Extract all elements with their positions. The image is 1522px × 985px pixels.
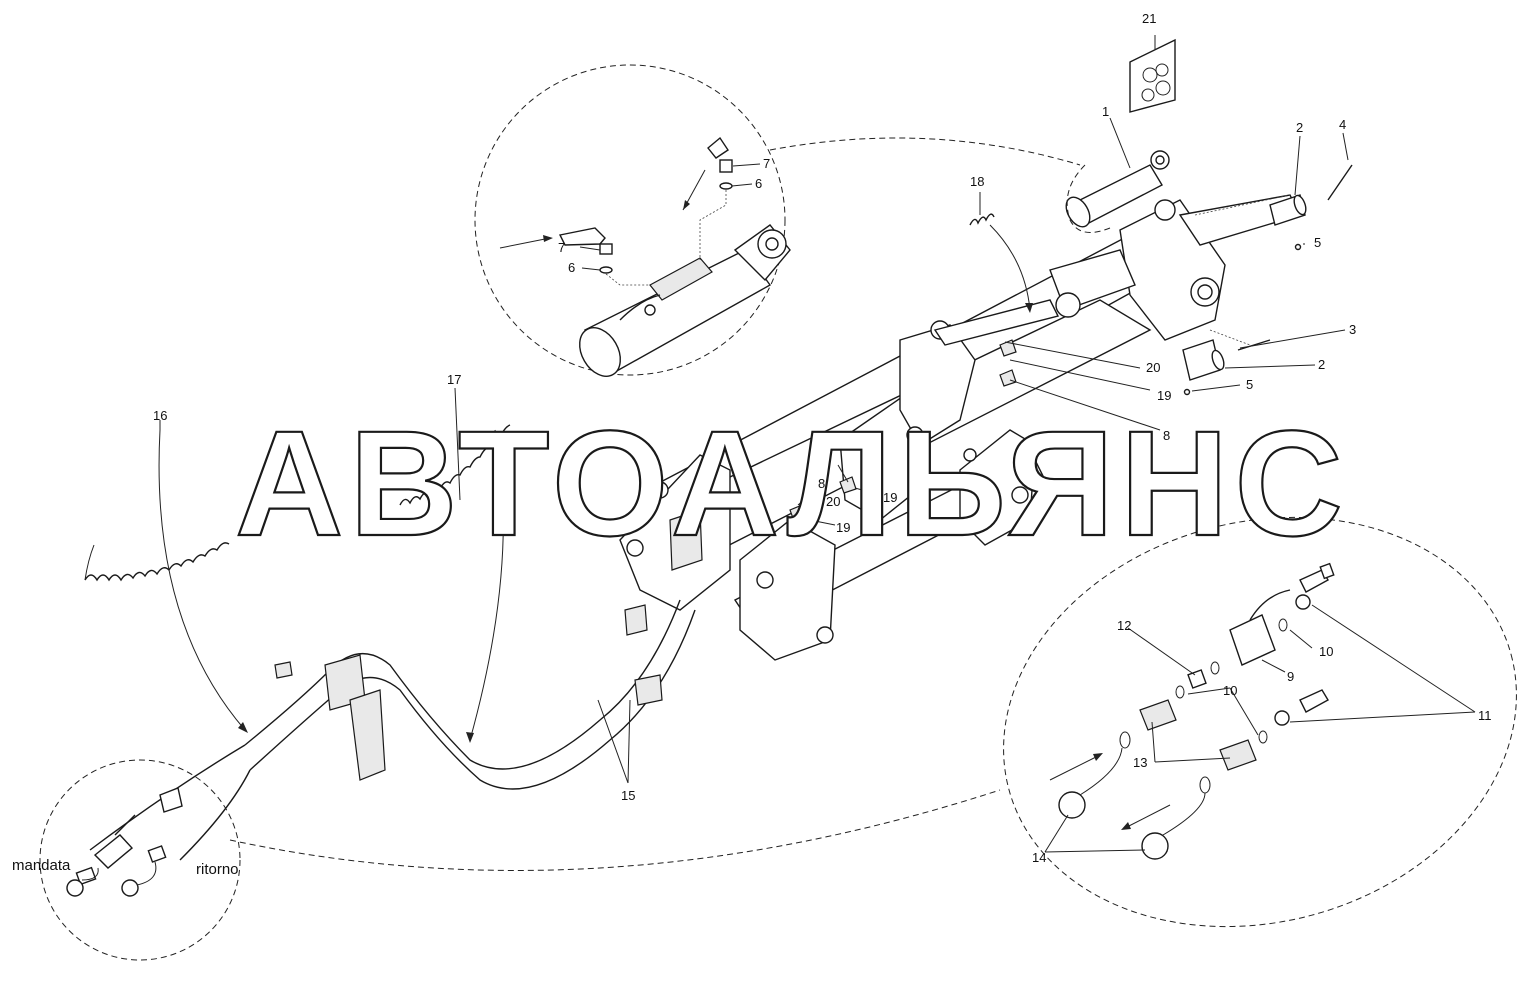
- callout-16: 16: [153, 408, 167, 423]
- callout-21: 21: [1142, 11, 1156, 26]
- callout-17: 17: [447, 372, 461, 387]
- detail-ellipse-couplers-right: [1003, 516, 1517, 928]
- callout-18: 18: [970, 174, 984, 189]
- callout-19-right: 19: [1157, 388, 1171, 403]
- spring-18: [969, 213, 995, 226]
- callout-3: 3: [1349, 322, 1356, 337]
- cylinder-part-1: [1065, 150, 1170, 233]
- boom-assembly: [619, 194, 1301, 661]
- spring-17-guide: [469, 429, 504, 741]
- callout-1: 1: [1102, 104, 1109, 119]
- callout-9: 9: [1287, 669, 1294, 684]
- callout-14: 14: [1032, 850, 1046, 865]
- callout-7-top: 7: [763, 156, 770, 171]
- callout-6-left: 6: [568, 260, 575, 275]
- callout-5-top: 5: [1314, 235, 1321, 250]
- callout-2-bottom: 2: [1318, 357, 1325, 372]
- callout-5-bottom: 5: [1246, 377, 1253, 392]
- detail-link-top: [769, 137, 1081, 166]
- callout-8-center: 8: [818, 476, 825, 491]
- detail-link-bottom: [229, 789, 1001, 871]
- spring-16-guide: [158, 429, 246, 731]
- callout-11: 11: [1478, 708, 1492, 723]
- label-ritorno: ritorno: [196, 861, 239, 878]
- callout-15: 15: [621, 788, 635, 803]
- watermark: АВТОАЛЬЯНС: [235, 399, 1349, 567]
- callout-19-center-top: 19: [883, 490, 897, 505]
- callout-10-center: 10: [1223, 683, 1237, 698]
- callout-19-center-bottom: 19: [836, 520, 850, 535]
- callout-6-top: 6: [755, 176, 762, 191]
- callout-2-top: 2: [1296, 120, 1303, 135]
- callout-7-left: 7: [558, 240, 565, 255]
- callout-20-center: 20: [826, 494, 840, 509]
- callout-10-right: 10: [1319, 644, 1333, 659]
- callout-13: 13: [1133, 755, 1147, 770]
- pins: [1182, 164, 1353, 396]
- callout-12: 12: [1117, 618, 1131, 633]
- spring-16: [84, 542, 230, 582]
- hoses-15: [89, 509, 703, 861]
- spring-17: [399, 424, 511, 506]
- detail-circle-cylinder: [474, 64, 791, 377]
- seal-kit-21: [1129, 38, 1176, 113]
- callout-8-right: 8: [1163, 428, 1170, 443]
- callout-20-right: 20: [1146, 360, 1160, 375]
- detail-circle-couplers-left: [39, 759, 241, 961]
- spring-18-guide: [989, 224, 1031, 311]
- callout-4: 4: [1339, 117, 1346, 132]
- leader-lines: [159, 35, 1476, 853]
- label-mandata: mandata: [12, 857, 71, 874]
